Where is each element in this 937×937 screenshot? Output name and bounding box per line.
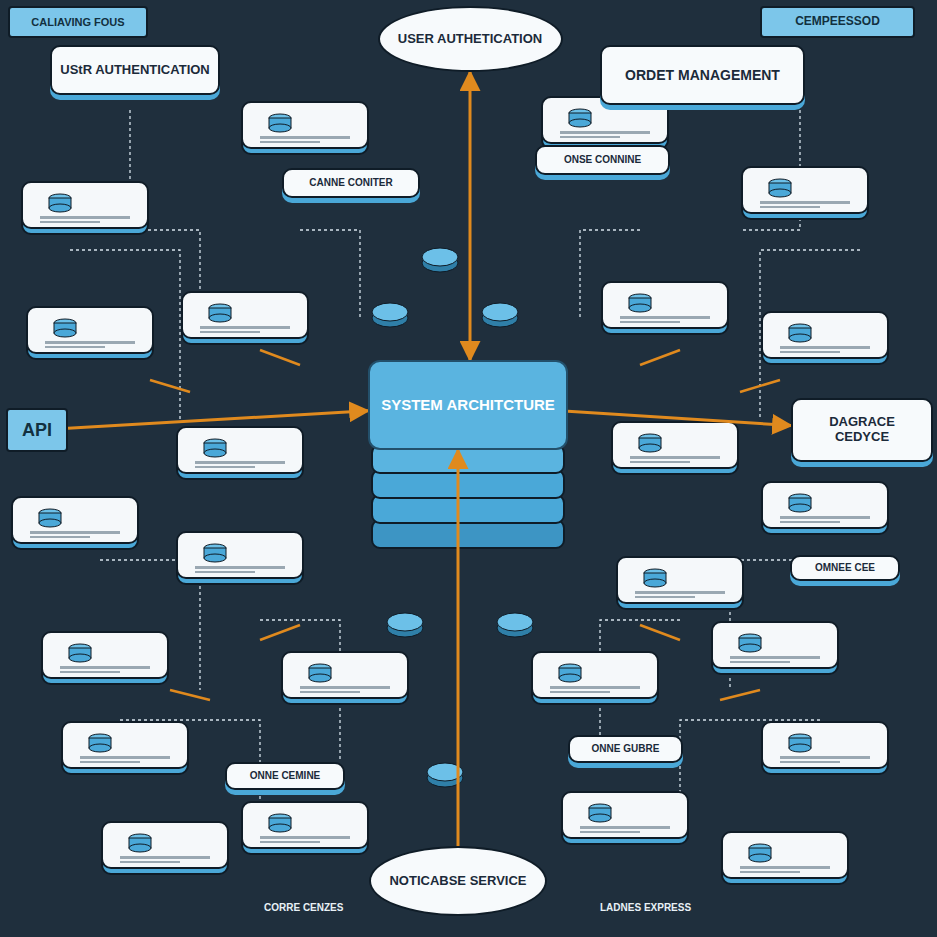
core-stack: SYSTEM ARCHITCTURE	[368, 360, 568, 450]
service-box: ONNE CEMINE	[225, 762, 345, 790]
service-box: CANNE CONITER	[282, 168, 420, 198]
node-text: CANNE CONITER	[309, 177, 392, 189]
service-oval: NOTICABSE SERVICE	[369, 846, 547, 916]
node-text: API	[22, 420, 52, 441]
node-text: ONSE CONNINE	[564, 154, 641, 166]
service-box: OMNEE CEE	[790, 555, 900, 581]
service-box: CEMPEESSOD	[760, 6, 915, 38]
caption-label: LADNES EXPRESS	[598, 902, 693, 913]
service-oval: USER AUTHETICATION	[378, 6, 563, 72]
node-text: NOTICABSE SERVICE	[389, 874, 526, 889]
node-text: ONNE CEMINE	[250, 770, 321, 782]
node-text: ORDET MANAGEMENT	[625, 67, 780, 83]
service-box: ORDET MANAGEMENT	[600, 45, 805, 105]
node-text: SYSTEM ARCHITCTURE	[381, 396, 555, 413]
node-text: USER AUTHETICATION	[398, 32, 542, 47]
flow-arrow	[68, 411, 368, 428]
node-text: CALIAVING FOUS	[31, 16, 124, 29]
flow-arrow	[457, 450, 460, 846]
node-text: UStR AUTHENTICATION	[60, 63, 210, 78]
service-box: ONNE GUBRE	[568, 735, 683, 763]
service-box: UStR AUTHENTICATION	[50, 45, 220, 95]
service-box: DAGRACE CEDYCE	[791, 398, 933, 462]
service-box: CALIAVING FOUS	[8, 6, 148, 38]
service-box: ONSE CONNINE	[535, 145, 670, 175]
node-text: DAGRACE CEDYCE	[801, 415, 923, 445]
node-text: CEMPEESSOD	[795, 15, 880, 29]
flow-arrow	[568, 411, 791, 425]
flow-arrow	[469, 72, 472, 360]
caption-label: CORRE CENZES	[262, 902, 345, 913]
node-text: OMNEE CEE	[815, 562, 875, 574]
service-box: API	[6, 408, 68, 452]
node-text: ONNE GUBRE	[592, 743, 660, 755]
